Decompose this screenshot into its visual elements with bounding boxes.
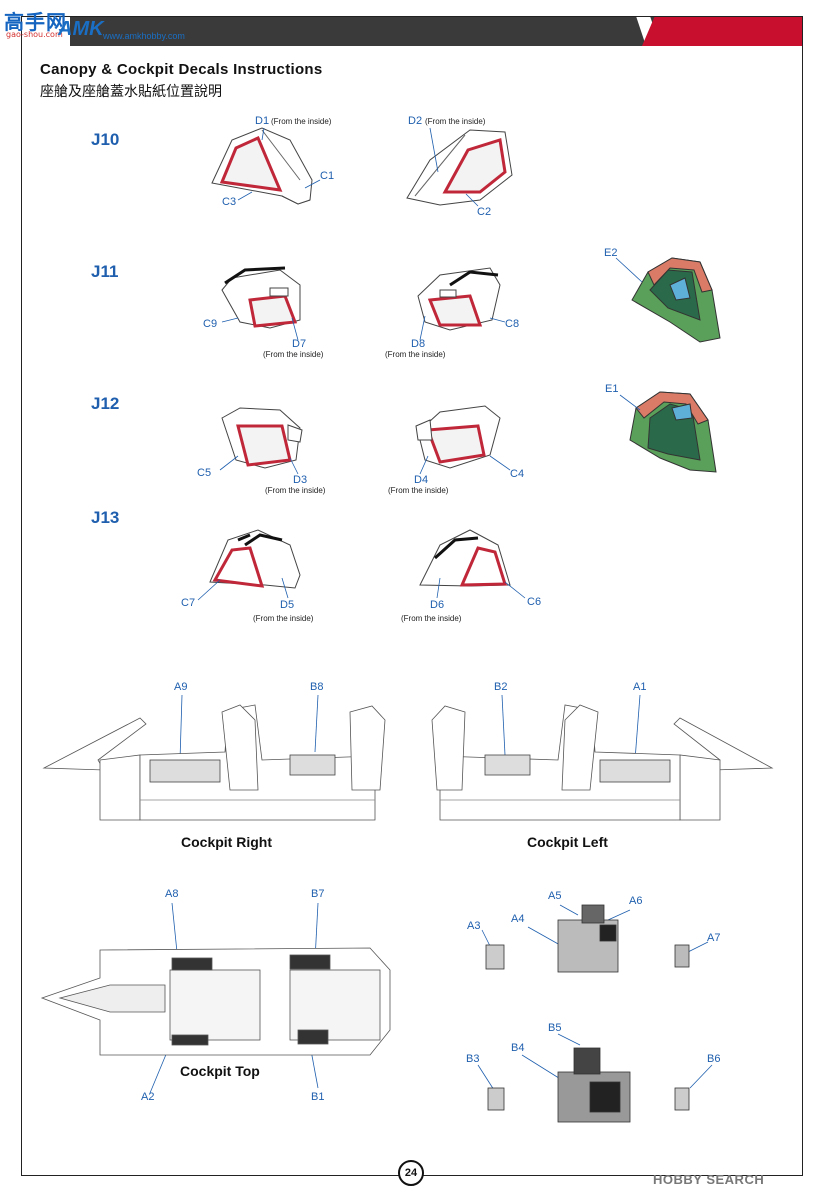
j10-right-canopy: [406, 129, 513, 206]
page-subtitle: 座艙及座艙蓋水貼紙位置說明: [40, 84, 222, 100]
j11-left-canopy: [221, 266, 301, 329]
label-e1: E1: [605, 383, 619, 395]
label-d6: D6: [430, 599, 445, 611]
note-d8: (From the inside): [385, 350, 446, 359]
j12-left-canopy: [221, 407, 303, 469]
label-d4: D4: [414, 474, 429, 486]
section-j10: J10: [91, 130, 120, 149]
j11-right-canopy: [417, 267, 501, 331]
caption-cockpit-right: Cockpit Right: [181, 834, 272, 850]
brand-logo: AMK: [58, 18, 104, 40]
label-c3: C3: [222, 196, 237, 208]
label-a2: A2: [141, 1091, 155, 1103]
label-d8: D8: [411, 338, 426, 350]
section-j12: J12: [91, 394, 120, 413]
label-c2: C2: [477, 206, 492, 218]
label-b1: B1: [311, 1091, 325, 1103]
j13-right-canopy: [419, 529, 511, 587]
label-c7: C7: [181, 597, 196, 609]
label-d1: D1: [255, 115, 270, 127]
cockpit-top-view: [40, 947, 391, 1056]
note-d1: (From the inside): [271, 117, 332, 126]
label-c9: C9: [203, 318, 218, 330]
e2-canopy-frame: [631, 257, 721, 343]
label-e2: E2: [604, 247, 618, 259]
label-c6: C6: [527, 596, 542, 608]
label-a9: A9: [174, 681, 188, 693]
label-c4: C4: [510, 468, 525, 480]
label-a4: A4: [511, 913, 525, 925]
label-a5: A5: [548, 890, 562, 902]
j13-left-canopy: [209, 529, 301, 589]
cockpit-left-view: [431, 704, 774, 821]
j10-left-canopy: [211, 127, 313, 205]
label-d2: D2: [408, 115, 423, 127]
label-b7: B7: [311, 888, 325, 900]
label-b5: B5: [548, 1022, 562, 1034]
label-a6: A6: [629, 895, 643, 907]
label-b3: B3: [466, 1053, 480, 1065]
label-d7: D7: [292, 338, 307, 350]
cockpit-right-view: [42, 704, 386, 821]
note-d7: (From the inside): [263, 350, 324, 359]
note-d4: (From the inside): [388, 486, 449, 495]
note-d3: (From the inside): [265, 486, 326, 495]
label-b6: B6: [707, 1053, 721, 1065]
note-d6: (From the inside): [401, 614, 462, 623]
note-d5: (From the inside): [253, 614, 314, 623]
header-accent: [642, 16, 803, 46]
label-c1: C1: [320, 170, 335, 182]
label-b8: B8: [310, 681, 324, 693]
page-title: Canopy & Cockpit Decals Instructions: [40, 61, 323, 78]
label-c8: C8: [505, 318, 520, 330]
label-b2: B2: [494, 681, 508, 693]
caption-cockpit-top: Cockpit Top: [180, 1063, 260, 1079]
label-c5: C5: [197, 467, 212, 479]
label-b4: B4: [511, 1042, 525, 1054]
instrument-panels: [485, 904, 690, 1123]
watermark: HOBBY SEARCH: [653, 1172, 765, 1187]
section-j13: J13: [91, 508, 120, 527]
label-a3: A3: [467, 920, 481, 932]
caption-cockpit-left: Cockpit Left: [527, 834, 608, 850]
brand-url: www.amkhobby.com: [103, 31, 185, 41]
label-d3: D3: [293, 474, 308, 486]
note-d2: (From the inside): [425, 117, 486, 126]
section-j11: J11: [91, 262, 119, 281]
e1-canopy-frame: [629, 391, 717, 473]
label-a7: A7: [707, 932, 721, 944]
j12-right-canopy: [415, 405, 501, 469]
site-logo: 高手网: [4, 10, 67, 34]
site-logo-sub: gao-shou.com: [6, 30, 63, 39]
page-number: 24: [398, 1160, 424, 1186]
label-a1: A1: [633, 681, 647, 693]
label-a8: A8: [165, 888, 179, 900]
label-d5: D5: [280, 599, 295, 611]
